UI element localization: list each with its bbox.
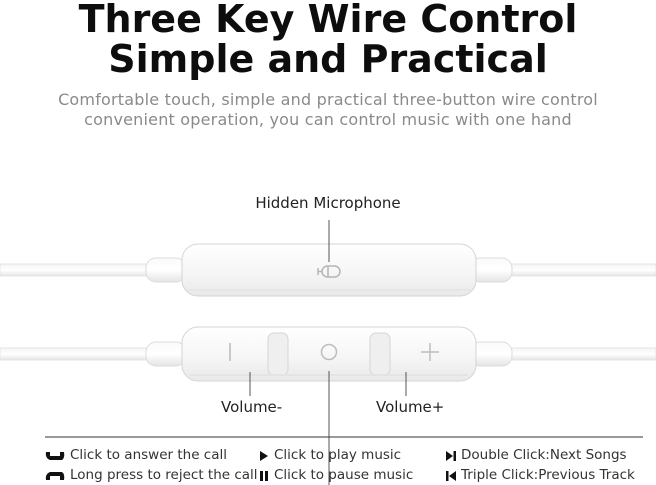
instruction-play-music: Click to play music	[258, 447, 401, 464]
next-track-icon	[445, 449, 457, 463]
pause-icon	[258, 469, 270, 483]
instruction-text: Click to play music	[274, 447, 402, 463]
instruction-text: Click to answer the call	[70, 447, 227, 463]
phone-answer-icon	[44, 449, 66, 463]
microphone-remote	[0, 243, 656, 297]
circle-icon	[320, 343, 338, 361]
microphone-icon	[317, 265, 341, 278]
play-icon	[258, 449, 270, 463]
hidden-microphone-label: Hidden Microphone	[255, 194, 401, 212]
subtitle-line-1: Comfortable touch, simple and practical …	[58, 90, 598, 109]
play-pause-button[interactable]	[320, 343, 338, 361]
cable-left-lower	[0, 347, 151, 361]
instruction-next-song: Double Click:Next Songs	[445, 447, 627, 464]
strain-relief-left-upper	[145, 257, 187, 283]
previous-track-icon	[445, 469, 457, 483]
cable-right-upper	[509, 263, 656, 277]
volume-minus-label: Volume-	[221, 398, 283, 416]
instruction-previous-track: Triple Click:Previous Track	[445, 467, 635, 484]
button-remote	[0, 326, 656, 382]
plus-icon	[421, 343, 439, 361]
subtitle-line-2: convenient operation, you can control mu…	[84, 110, 572, 129]
instruction-text: Click to pause music	[274, 467, 414, 483]
instruction-text: Double Click:Next Songs	[461, 447, 627, 463]
volume-up-button[interactable]	[421, 343, 439, 361]
cable-left-upper	[0, 263, 151, 277]
volume-plus-label: Volume+	[376, 398, 445, 416]
instruction-text: Triple Click:Previous Track	[461, 467, 635, 483]
divider-left	[267, 332, 289, 376]
instruction-text: Long press to reject the call	[70, 467, 258, 483]
divider-right	[369, 332, 391, 376]
instruction-reject-call: Long press to reject the call	[44, 467, 258, 484]
page-title-line-2: Simple and Practical	[108, 37, 548, 81]
page-title-line-1: Three Key Wire Control	[78, 0, 578, 41]
strain-relief-left-lower	[145, 341, 187, 367]
instruction-pause-music: Click to pause music	[258, 467, 413, 484]
cable-right-lower	[509, 347, 656, 361]
phone-hangup-icon	[44, 469, 66, 483]
instruction-answer-call: Click to answer the call	[44, 447, 227, 464]
